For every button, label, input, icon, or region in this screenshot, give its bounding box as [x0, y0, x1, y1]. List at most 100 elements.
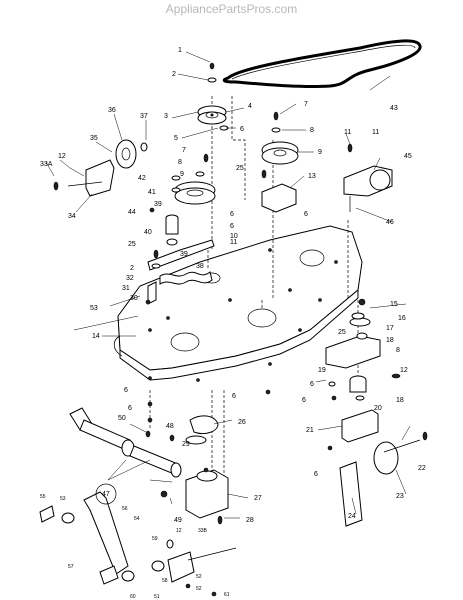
driveshaft-47[interactable] — [69, 407, 182, 478]
callout-6c: 6 — [128, 405, 132, 412]
callout-b55: 55 — [40, 494, 46, 500]
callout-42: 42 — [138, 175, 146, 182]
callout-43: 43 — [390, 105, 398, 112]
callout-16: 16 — [398, 315, 406, 322]
callout-12b: 12 — [400, 367, 408, 374]
callout-50: 50 — [118, 415, 126, 422]
callout-13: 13 — [308, 173, 316, 180]
callout-29: 29 — [182, 441, 190, 448]
callout-6e: 6 — [302, 397, 306, 404]
callout-b12: 12 — [176, 528, 182, 534]
callout-1: 1 — [178, 47, 182, 54]
callout-19: 19 — [318, 367, 326, 374]
callout-17: 17 — [386, 325, 394, 332]
callout-12a: 12 — [58, 153, 66, 160]
callout-8c: 8 — [396, 347, 400, 354]
callout-24: 24 — [348, 513, 356, 520]
callout-6h: 6 — [230, 211, 234, 218]
callout-b56: 56 — [122, 506, 128, 512]
callout-46: 46 — [386, 219, 394, 226]
callout-22: 22 — [418, 465, 426, 472]
callout-14: 14 — [92, 333, 100, 340]
lift-linkage[interactable] — [39, 491, 237, 585]
callout-53: 53 — [90, 305, 98, 312]
callout-34: 34 — [68, 213, 76, 220]
callout-31: 31 — [122, 285, 130, 292]
callout-9b: 9 — [318, 149, 322, 156]
callout-b51: 51 — [154, 594, 160, 600]
callout-38: 38 — [196, 263, 204, 270]
gearbox-27[interactable] — [185, 415, 229, 519]
callout-40: 40 — [144, 229, 152, 236]
callout-6d: 6 — [232, 393, 236, 400]
mower-deck[interactable] — [113, 225, 363, 382]
callout-b54: 54 — [134, 516, 140, 522]
callout-45: 45 — [404, 153, 412, 160]
callout-b57: 57 — [68, 564, 74, 570]
callout-2: 2 — [172, 71, 176, 78]
callout-4: 4 — [248, 103, 252, 110]
callout-20: 20 — [374, 405, 382, 412]
callout-47: 47 — [102, 491, 110, 498]
callout-9a: 9 — [180, 171, 184, 178]
callout-b53: 53 — [60, 496, 66, 502]
callout-7a: 7 — [182, 147, 186, 154]
callout-28: 28 — [246, 517, 254, 524]
callout-11b: 11 — [230, 239, 237, 246]
pulley-9-right[interactable] — [261, 141, 299, 165]
callout-6j: 6 — [310, 381, 314, 388]
callout-47-circle — [95, 483, 117, 505]
callout-18b: 18 — [396, 397, 404, 404]
callout-5: 5 — [174, 135, 178, 142]
callout-6b: 6 — [124, 387, 128, 394]
pulley-4[interactable] — [197, 105, 227, 125]
callout-33A: 33A — [40, 161, 53, 168]
callout-b52b: 52 — [196, 586, 202, 592]
spindle-housing-right[interactable] — [325, 317, 421, 527]
callout-25a: 25 — [236, 165, 244, 172]
belt[interactable] — [222, 39, 422, 89]
bracket-13[interactable] — [261, 183, 297, 213]
callout-b59: 59 — [152, 536, 158, 542]
callout-48: 48 — [166, 423, 174, 430]
callout-36: 36 — [108, 107, 116, 114]
callout-44: 44 — [128, 209, 136, 216]
callout-26: 26 — [238, 419, 246, 426]
leader-lines — [45, 51, 411, 519]
pulley-9-left[interactable] — [174, 181, 216, 205]
watermark: AppliancePartsPros.com — [165, 2, 298, 16]
callout-49: 49 — [174, 517, 182, 524]
callout-7b: 7 — [304, 101, 308, 108]
callout-25c: 25 — [338, 329, 346, 336]
callout-39b: 39 — [180, 251, 188, 258]
callout-35: 35 — [90, 135, 98, 142]
callout-11a: 11 — [344, 129, 351, 136]
callout-b61: 61 — [224, 592, 230, 598]
callout-6f: 6 — [314, 471, 318, 478]
callout-23: 23 — [396, 493, 404, 500]
gauge-wheel-assembly[interactable] — [67, 139, 148, 197]
callout-2b: 2 — [130, 265, 134, 272]
callout-39a: 39 — [154, 201, 162, 208]
callout-41: 41 — [148, 189, 156, 196]
callout-30: 30 — [130, 295, 138, 302]
callout-b33B: 33B — [198, 528, 208, 534]
callout-11c: 11 — [372, 129, 379, 136]
callout-3: 3 — [164, 113, 168, 120]
callout-8b: 8 — [310, 127, 314, 134]
callout-6: 6 — [240, 126, 244, 133]
callout-b58: 58 — [162, 578, 168, 584]
callout-6i: 6 — [230, 223, 234, 230]
idler-arm[interactable] — [147, 214, 215, 305]
callout-25b: 25 — [128, 241, 136, 248]
callout-10: 10 — [230, 233, 238, 240]
callout-b60: 60 — [130, 594, 136, 600]
callout-21: 21 — [306, 427, 314, 434]
callout-8a: 8 — [178, 159, 182, 166]
deck-bracket-45[interactable] — [343, 165, 393, 212]
callout-labels: 1 2 3 4 5 6 7 7 8 8 9 9 11 11 12 12 13 1… — [40, 47, 426, 600]
callout-37: 37 — [140, 113, 148, 120]
callout-15: 15 — [390, 301, 398, 308]
